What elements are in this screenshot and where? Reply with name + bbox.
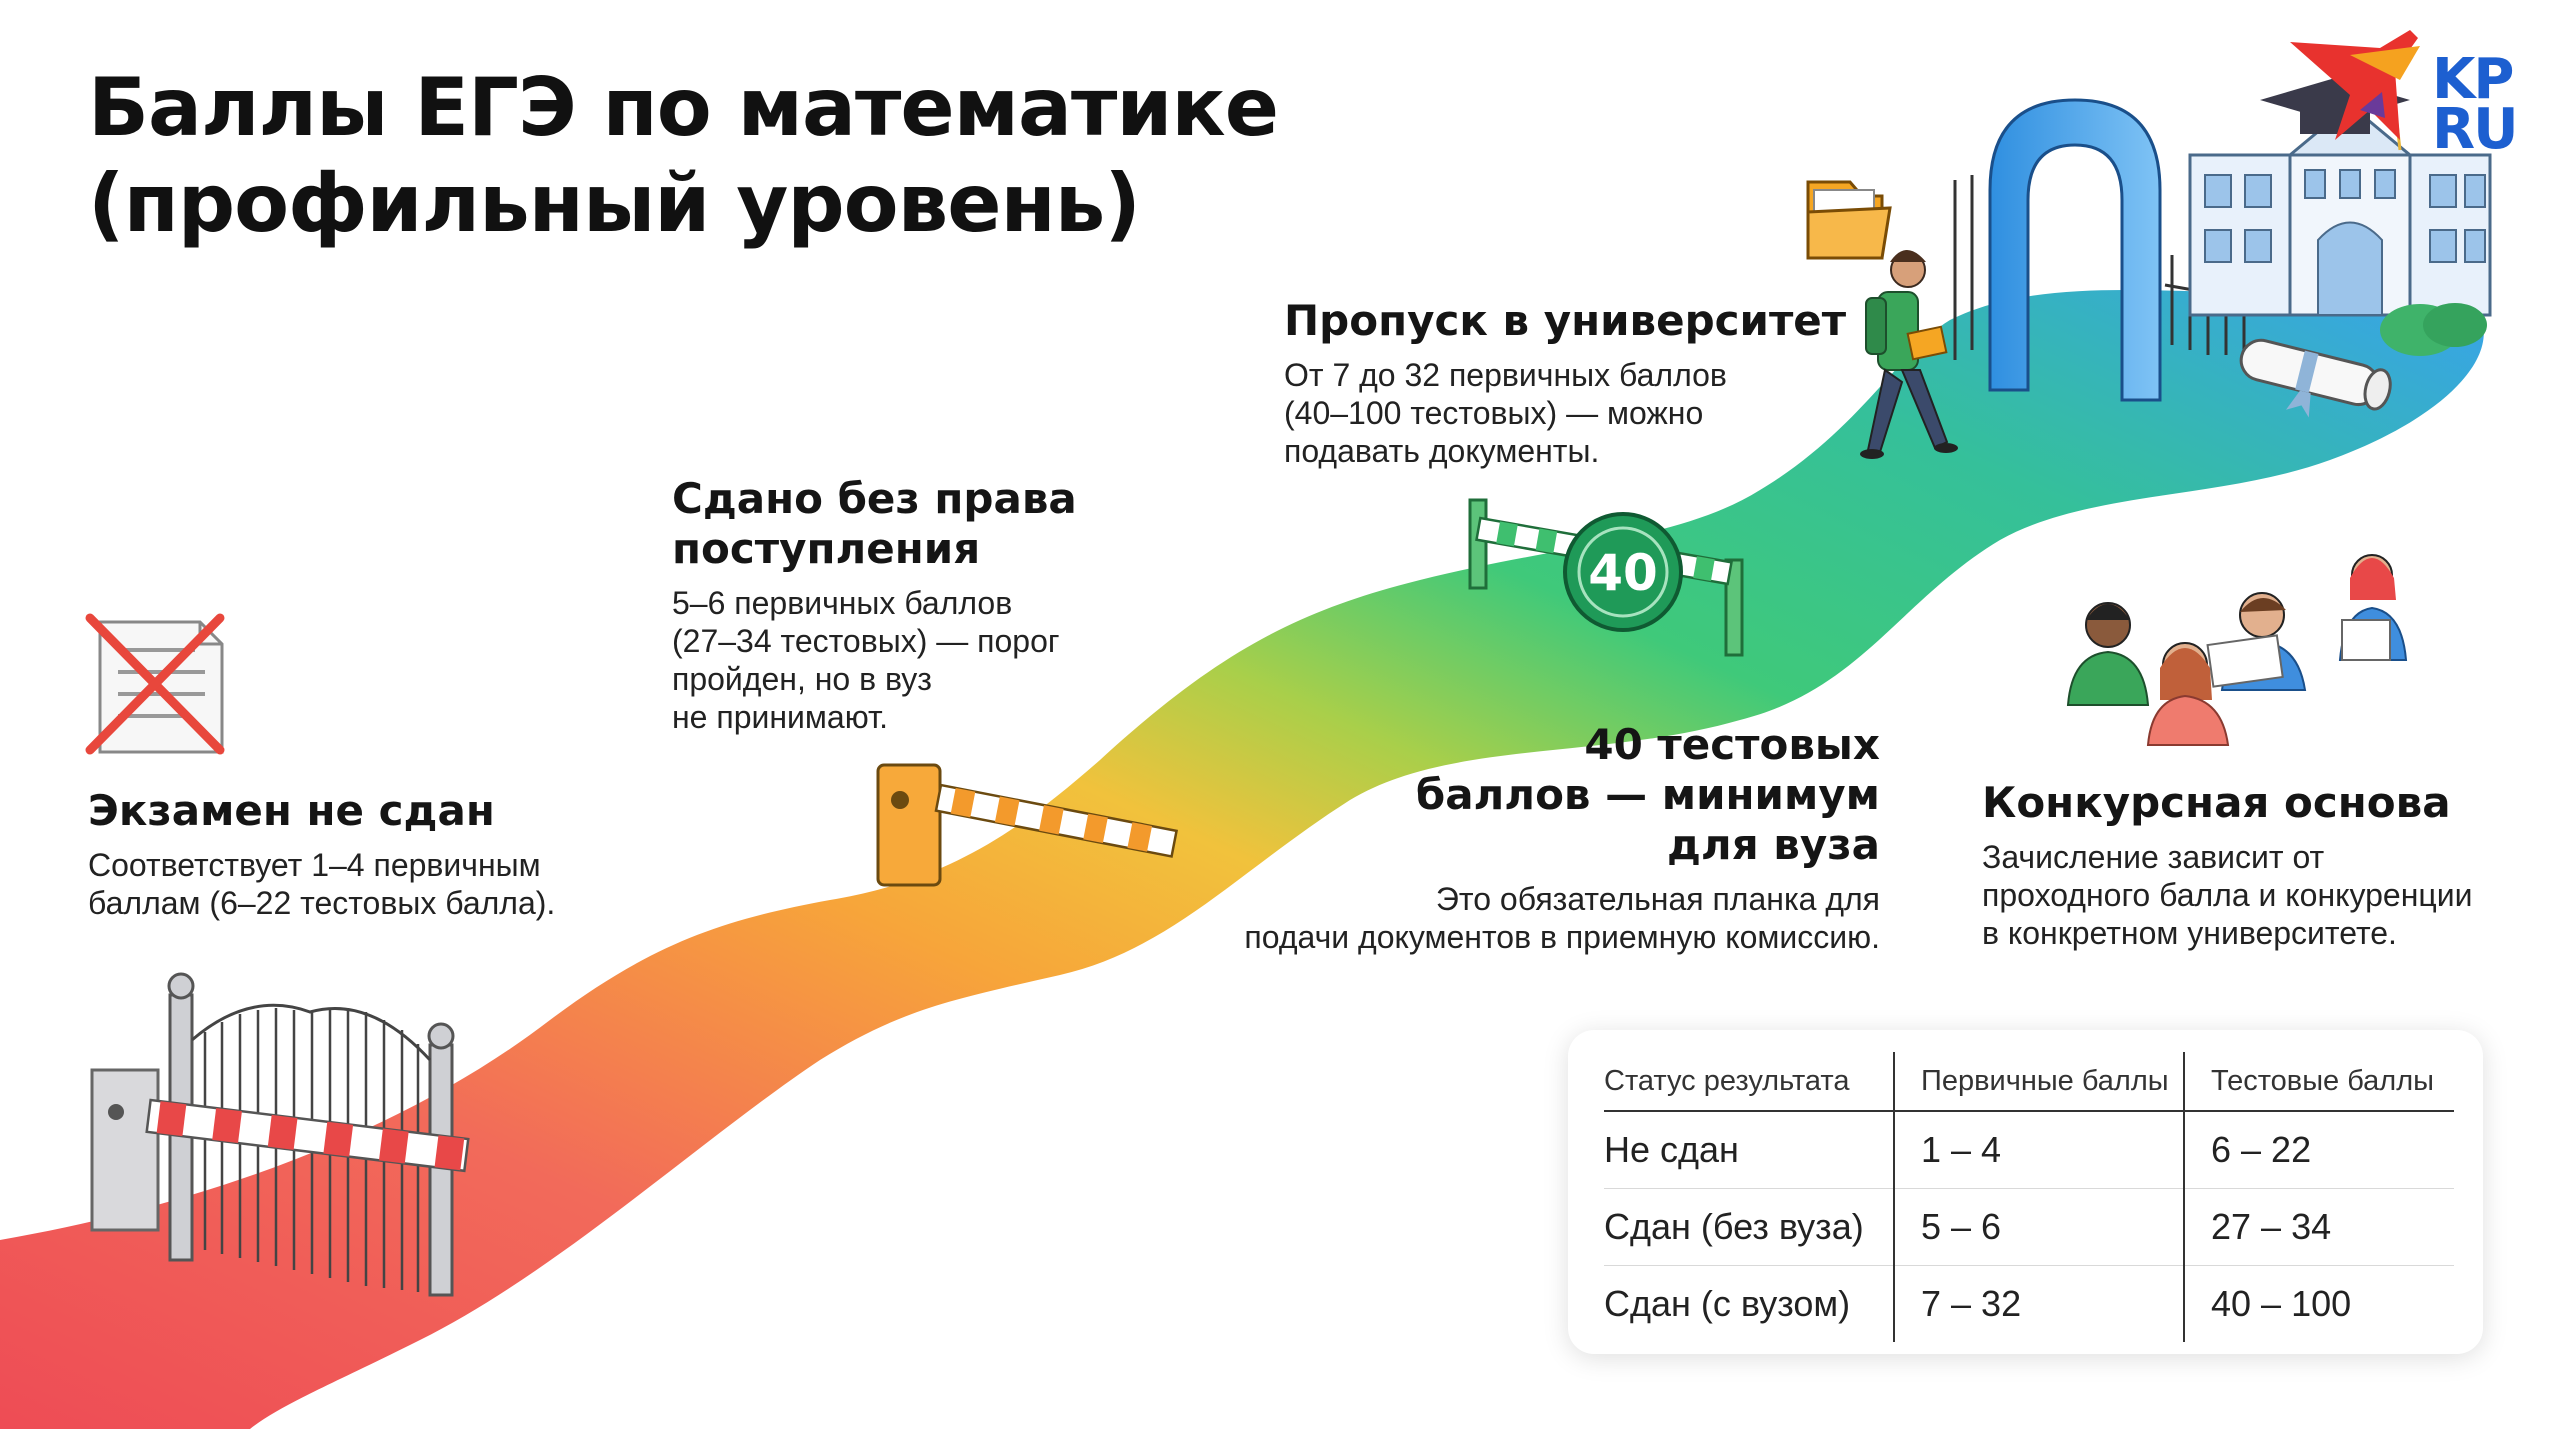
block-minimum-score-line: подачи документов в приемную комиссию. <box>1244 919 1880 955</box>
block-minimum-score-heading-line: 40 тестовых <box>1584 720 1880 769</box>
table-cell: 5 – 6 <box>1893 1188 2184 1266</box>
score-table-header: Статус результата <box>1604 1052 1894 1112</box>
score-table-header: Первичные баллы <box>1893 1052 2184 1112</box>
score-road <box>0 287 2484 1429</box>
block-competition-line: проходного балла и конкуренции <box>1982 877 2473 913</box>
block-exam-failed-text: Соответствует 1–4 первичным баллам (6–22… <box>88 846 555 922</box>
block-minimum-score-heading-line: для вуза <box>1667 820 1880 869</box>
table-row: Сдан (без вуза) 5 – 6 27 – 34 <box>1604 1188 2454 1266</box>
block-passed-no-uni-text: 5–6 первичных баллов (27–34 тестовых) — … <box>672 584 1077 736</box>
kp-logo-line-1: KP <box>2432 47 2514 112</box>
score-gauge-icon <box>1468 498 1744 657</box>
students-group-icon <box>2066 554 2408 746</box>
block-passed-no-uni-heading: Сдано без права поступления <box>672 474 1077 574</box>
university-arch-icon <box>1988 98 2162 402</box>
block-passed-no-uni-line: пройден, но в вуз <box>672 661 932 697</box>
block-minimum-score-heading: 40 тестовых баллов — минимум для вуза <box>1244 720 1880 870</box>
barrier-icon <box>876 763 1179 887</box>
page-title-line-2: (профильный уровень) <box>88 157 1141 250</box>
block-competition: Конкурсная основа Зачисление зависит от … <box>1982 778 2472 952</box>
score-table: Статус результата Первичные баллы Тестов… <box>1604 1052 2454 1342</box>
block-minimum-score-line: Это обязательная планка для <box>1435 881 1880 917</box>
folder-icon <box>1806 180 1892 260</box>
table-row: Сдан (с вузом) 7 – 32 40 – 100 <box>1604 1265 2454 1342</box>
score-table-header: Тестовые баллы <box>2183 1052 2454 1112</box>
block-minimum-score-text: Это обязательная планка для подачи докум… <box>1244 880 1880 956</box>
kp-logo: KP RU <box>2432 47 2519 162</box>
table-cell: 40 – 100 <box>2183 1265 2454 1342</box>
block-uni-pass: Пропуск в университет От 7 до 32 первичн… <box>1284 296 1846 470</box>
table-cell: 7 – 32 <box>1893 1265 2184 1342</box>
table-cell: Сдан (без вуза) <box>1604 1188 1894 1266</box>
kp-logo-icon <box>2290 30 2420 140</box>
table-cell: Не сдан <box>1604 1111 1894 1189</box>
kp-logo-line-2: RU <box>2432 97 2519 162</box>
block-minimum-score-heading-line: баллов — минимум <box>1415 770 1880 819</box>
block-exam-failed-heading: Экзамен не сдан <box>88 786 495 835</box>
block-minimum-score: 40 тестовых баллов — минимум для вуза Эт… <box>1244 720 1880 956</box>
block-competition-line: в конкретном университете. <box>1982 915 2397 951</box>
block-passed-no-uni-line: (27–34 тестовых) — порог <box>672 623 1060 659</box>
block-competition-line: Зачисление зависит от <box>1982 839 2325 875</box>
student-icon <box>1860 250 1958 459</box>
block-competition-text: Зачисление зависит от проходного балла и… <box>1982 838 2472 952</box>
block-passed-no-uni-heading-line: поступления <box>672 524 981 573</box>
block-passed-no-uni-line: 5–6 первичных баллов <box>672 585 1013 621</box>
score-badge-label: 40 <box>1588 544 1658 602</box>
block-exam-failed: Экзамен не сдан Соответствует 1–4 первич… <box>88 786 555 922</box>
block-passed-no-uni-line: не принимают. <box>672 699 888 735</box>
page-title: Баллы ЕГЭ по математике (профильный уров… <box>88 60 1279 252</box>
table-cell: Сдан (с вузом) <box>1604 1283 1851 1324</box>
block-passed-no-uni-heading-line: Сдано без права <box>672 474 1077 523</box>
block-exam-failed-line: баллам (6–22 тестовых балла). <box>88 885 556 921</box>
score-table-header-row: Статус результата Первичные баллы Тестов… <box>1604 1052 2454 1112</box>
page-title-line-1: Баллы ЕГЭ по математике <box>88 61 1279 154</box>
score-table-card: Статус результата Первичные баллы Тестов… <box>1568 1030 2483 1354</box>
block-exam-failed-line: Соответствует 1–4 первичным <box>88 847 541 883</box>
closed-gate-icon <box>90 972 470 1297</box>
block-passed-no-uni: Сдано без права поступления 5–6 первичны… <box>672 474 1077 736</box>
block-uni-pass-heading: Пропуск в университет <box>1284 296 1847 345</box>
block-competition-heading: Конкурсная основа <box>1982 778 2451 827</box>
table-cell: 1 – 4 <box>1893 1111 2184 1189</box>
block-uni-pass-line: подавать документы. <box>1284 433 1600 469</box>
block-uni-pass-text: От 7 до 32 первичных баллов (40–100 тест… <box>1284 356 1846 470</box>
table-cell: 6 – 22 <box>2183 1111 2454 1189</box>
cancelled-document-icon <box>85 613 225 755</box>
block-uni-pass-line: (40–100 тестовых) — можно <box>1284 395 1704 431</box>
table-row: Не сдан 1 – 4 6 – 22 <box>1604 1111 2454 1189</box>
diploma-icon <box>2239 338 2392 418</box>
table-cell: 27 – 34 <box>2183 1188 2454 1266</box>
university-building-icon <box>2188 78 2492 356</box>
block-uni-pass-line: От 7 до 32 первичных баллов <box>1284 357 1727 393</box>
